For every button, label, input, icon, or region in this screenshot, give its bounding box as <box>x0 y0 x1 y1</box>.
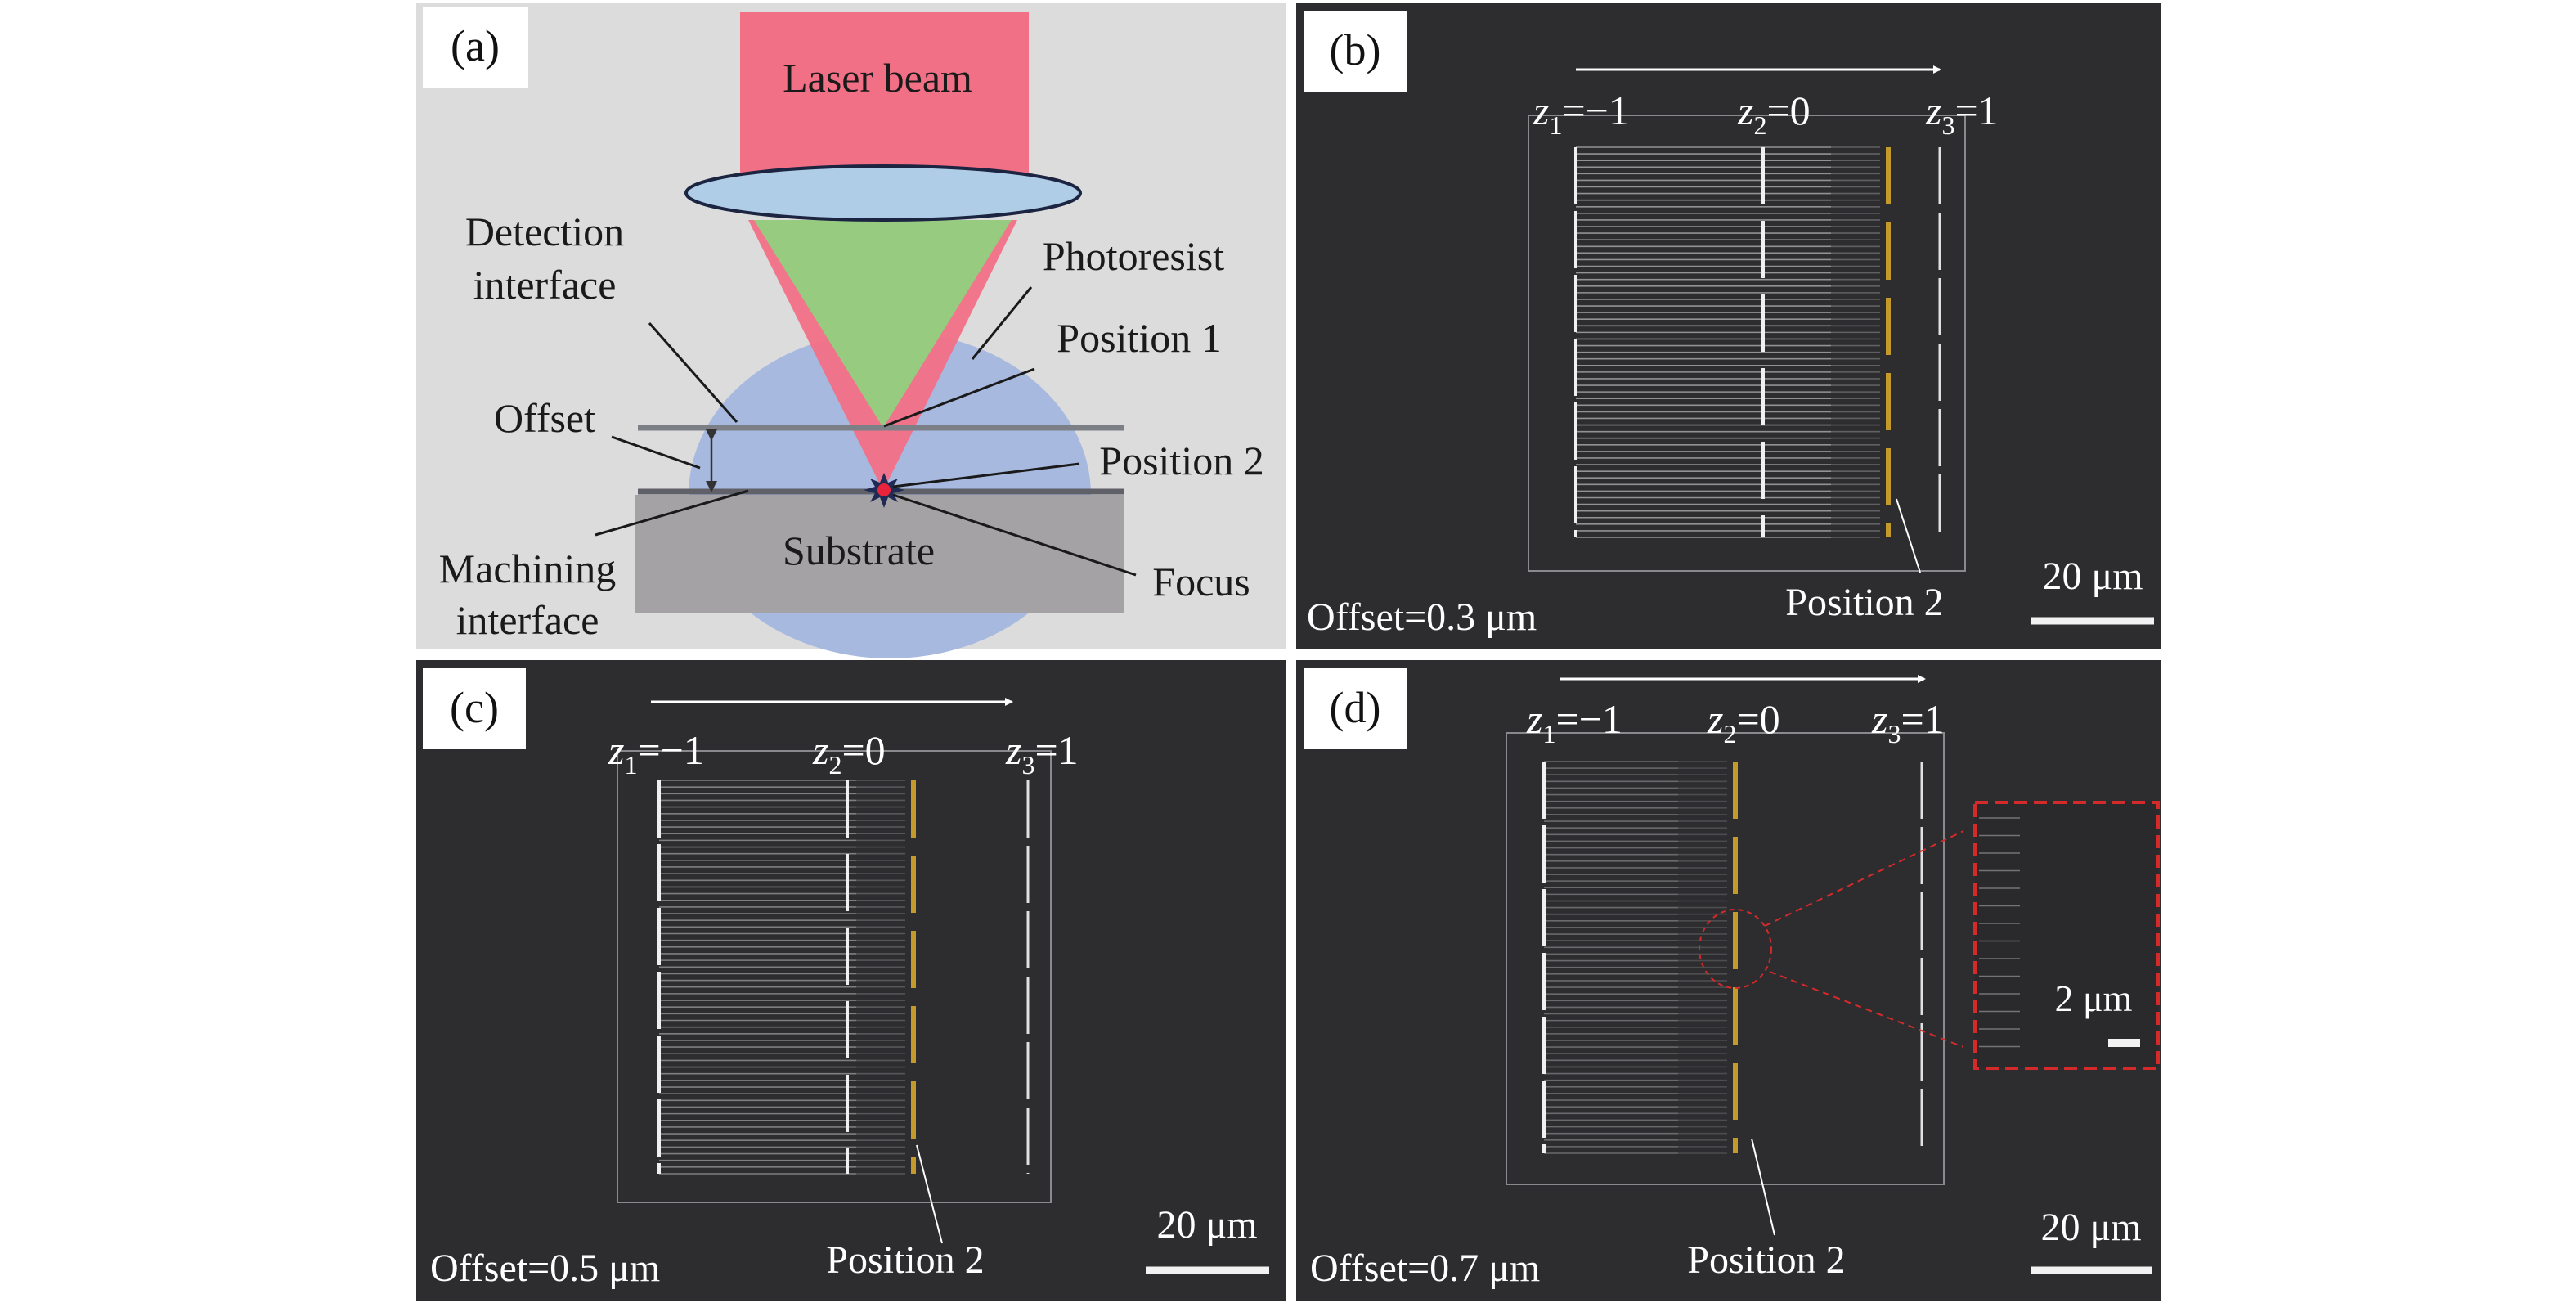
offset-label: Offset=0.5 μm <box>430 1247 660 1290</box>
write-field-frame <box>1528 115 1966 572</box>
line-grating <box>1544 761 1727 1154</box>
photoresist-leader <box>971 286 1033 360</box>
position2-label: Position 2 <box>1785 581 1943 624</box>
detection-label-line1: Detection <box>465 209 624 254</box>
magnify-connector-top <box>1764 830 1964 927</box>
panel-tag-box <box>1304 11 1407 92</box>
lens-icon <box>684 164 1082 222</box>
machining-leader <box>595 489 749 537</box>
sem-background <box>416 660 1286 1301</box>
z1-label: z1=−1 <box>608 727 704 780</box>
detection-leader <box>648 322 738 423</box>
position2-label: Position 2 <box>1099 438 1263 483</box>
scale-bar-label: 20 μm <box>2040 1206 2141 1249</box>
position2-leader <box>1896 498 1921 573</box>
inset-zoom-box <box>1973 801 2160 1070</box>
z3-label: z3=1 <box>1871 696 1945 748</box>
offset-leader <box>611 435 701 470</box>
z3-label: z3=1 <box>1925 88 1999 140</box>
focus-star-icon <box>864 473 904 508</box>
magnify-circle <box>1699 909 1772 989</box>
line-grating <box>659 780 905 1175</box>
inset-scale-bar <box>2108 1039 2140 1047</box>
machining-label-line2: interface <box>456 597 599 643</box>
panel-tag: (d) <box>1330 683 1381 732</box>
substrate-label: Substrate <box>783 528 935 573</box>
z1-label: z1=−1 <box>1533 88 1629 140</box>
offset-label: Offset=0.3 μm <box>1307 595 1537 639</box>
focus-label: Focus <box>1152 559 1250 604</box>
position2-leader <box>892 462 1080 488</box>
offset-label: Offset <box>494 395 595 441</box>
z3-label: z3=1 <box>1005 727 1079 780</box>
write-field-frame <box>617 750 1052 1203</box>
position2-label: Position 2 <box>1687 1238 1845 1282</box>
laser-beam-label: Laser beam <box>783 55 972 101</box>
laser-beam-column <box>740 12 1029 180</box>
photoresist-label: Photoresist <box>1043 233 1224 279</box>
scale-bar-label: 20 μm <box>2042 555 2143 598</box>
panel-a-tag-box <box>423 7 528 88</box>
scale-bar-label: 20 μm <box>1156 1203 1257 1247</box>
position1-label: Position 1 <box>1057 315 1221 361</box>
panel-a: Laser beam Detection interface Photoresi… <box>416 3 1286 658</box>
panel-a-tag: (a) <box>451 21 500 70</box>
detection-label-line2: interface <box>473 262 617 308</box>
position2-label: Position 2 <box>826 1238 984 1282</box>
position2-leader <box>916 1144 943 1244</box>
z1-label: z1=−1 <box>1526 696 1622 748</box>
panel-tag-box <box>423 668 526 749</box>
machining-label-line1: Machining <box>439 546 617 591</box>
panel-tag-box <box>1304 668 1407 749</box>
panel-tag: (b) <box>1330 25 1381 74</box>
panel-tag: (c) <box>450 683 499 732</box>
offset-label: Offset=0.7 μm <box>1310 1247 1540 1290</box>
inner-beam-cone <box>754 220 1012 428</box>
line-grating <box>1576 146 1880 538</box>
leader-lines <box>595 286 1137 577</box>
substrate-block <box>635 495 1124 613</box>
z2-label: z2=0 <box>812 727 886 780</box>
write-field-frame <box>1506 732 1945 1185</box>
magnify-connector-bottom <box>1769 971 1964 1048</box>
position2-leader <box>1751 1138 1775 1236</box>
z2-label: z2=0 <box>1707 696 1780 748</box>
inset-scale-label: 2 μm <box>2055 977 2133 1019</box>
z2-label: z2=0 <box>1737 88 1811 140</box>
position1-leader <box>883 367 1035 428</box>
focus-leader <box>892 493 1137 577</box>
